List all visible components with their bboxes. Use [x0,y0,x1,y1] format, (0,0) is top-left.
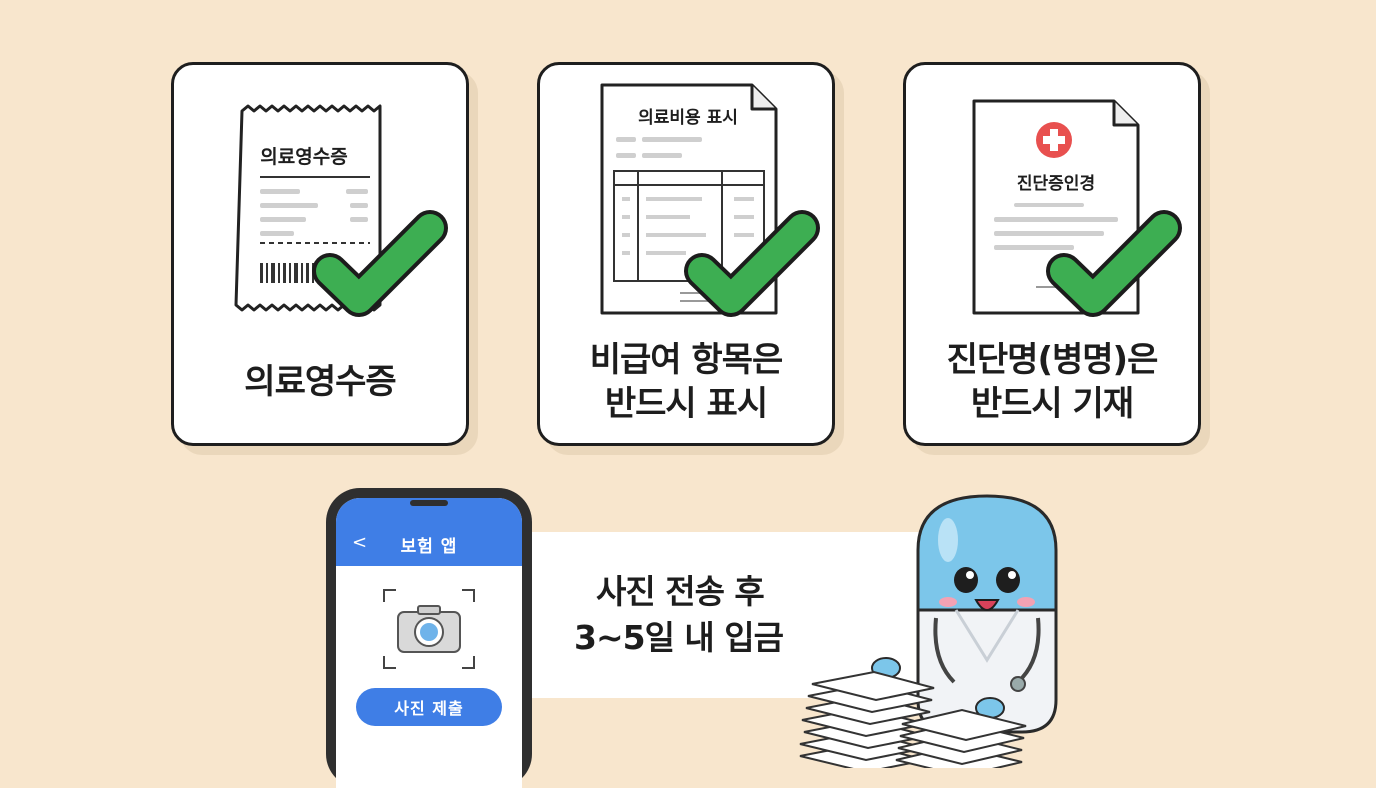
card-bill-caption: 비급여 항목은 반드시 표시 [540,327,832,437]
check-icon [1046,210,1182,317]
receipt-title: 의료영수증 [260,146,347,168]
camera-icon[interactable] [382,588,476,670]
check-icon [684,210,820,317]
back-chevron-icon[interactable]: < [352,532,368,553]
banner-line-1: 사진 전송 후 [596,572,765,611]
info-banner: 사진 전송 후 3~5일 내 입금 [532,532,924,698]
diagnosis-title: 진단증인경 [1017,174,1095,194]
bill-document-icon: 의료비용 표시 [600,83,820,317]
pill-doctor-mascot-icon [799,494,1058,768]
card-bill: 의료비용 표시 비급여 항목은 반드시 표시 [537,62,835,446]
banner-line-2: 3~5일 내 입금 [574,618,784,657]
receipt-icon: 의료영수증 [234,104,448,317]
bill-title: 의료비용 표시 [638,108,738,128]
card-receipt-line-1: 의료영수증 [244,362,396,402]
card-receipt-caption: 의료영수증 [174,327,466,437]
app-header: < 보험 앱 [336,498,522,566]
submit-photo-button[interactable]: 사진 제출 [356,688,502,726]
phone-notch [410,500,448,506]
card-diagnosis-line-2: 반드시 기재 [970,384,1134,424]
card-bill-line-2: 반드시 표시 [604,384,768,424]
card-receipt: 의료영수증 의료영수증 [171,62,469,446]
card-diagnosis-caption: 진단명(병명)은 반드시 기재 [906,327,1198,437]
paper-stack-icon [799,670,935,768]
card-diagnosis: 진단증인경 진단명(병명)은 반드시 기재 [903,62,1201,446]
diagnosis-certificate-icon: 진단증인경 [972,99,1182,317]
phone-screen: < 보험 앱 사진 제출 [336,498,522,788]
phone-mockup: < 보험 앱 사진 제출 [326,488,532,788]
card-bill-line-1: 비급여 항목은 [589,340,784,380]
check-icon [312,210,448,317]
card-diagnosis-line-1: 진단명(병명)은 [946,340,1159,380]
app-title: 보험 앱 [400,537,458,557]
paper-stack-icon [895,708,1027,768]
